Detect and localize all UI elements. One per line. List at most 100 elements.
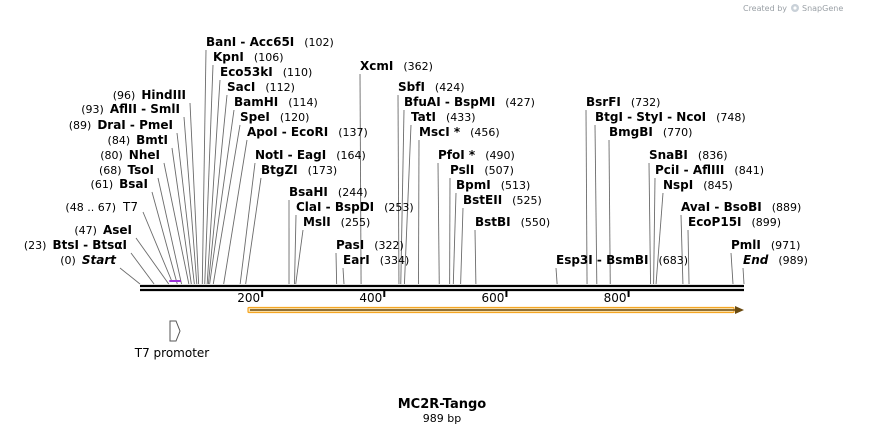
site-name: SnaBI xyxy=(649,148,688,162)
site-position: (120) xyxy=(280,111,310,124)
site-position: (770) xyxy=(663,126,693,139)
site-name: ApoI - EcoRI xyxy=(247,125,328,139)
site-lead-line xyxy=(648,162,652,285)
site-lead-line xyxy=(204,64,214,285)
site-lead-line xyxy=(655,192,664,285)
site-position: (836) xyxy=(698,149,728,162)
site-position: (173) xyxy=(308,164,338,177)
site-name: SpeI xyxy=(240,110,270,124)
site-position: (424) xyxy=(435,81,465,94)
site-lead-line xyxy=(687,229,690,285)
restriction-site: BsaI(61) xyxy=(91,177,148,191)
site-lead-line xyxy=(594,124,598,285)
site-name: PfoI * xyxy=(438,148,476,162)
site-name: MslI xyxy=(303,215,331,229)
site-name: DraI - PmeI xyxy=(97,118,173,132)
site-name: End xyxy=(743,253,769,267)
restriction-site: MscI * (456) xyxy=(419,125,500,139)
restriction-site: End(989) xyxy=(743,253,808,267)
site-lead-line xyxy=(730,252,734,285)
site-lead-line xyxy=(653,177,656,285)
restriction-site: HindIII (96) xyxy=(113,88,186,102)
restriction-site: BtsI - BtsαI (23) xyxy=(24,238,127,252)
restriction-site: BpmI(513) xyxy=(456,178,530,192)
axis-tick-label: 400 xyxy=(359,291,382,305)
site-lead-line xyxy=(359,73,362,285)
site-lead-line xyxy=(295,229,304,285)
site-name: BtsI - BtsαI xyxy=(52,238,127,252)
site-labels: Start(0)BtsI - BtsαI(23)AseI(47)BsaI(61)… xyxy=(24,35,808,267)
site-lead-line xyxy=(342,267,345,285)
restriction-site: NheI(80) xyxy=(100,148,160,162)
restriction-site: BtgZI(173) xyxy=(261,163,337,177)
site-name: MscI * xyxy=(419,125,461,139)
site-name: BsrFI xyxy=(586,95,621,109)
restriction-site: Start(0) xyxy=(60,253,117,267)
site-lead-line xyxy=(130,252,155,285)
primer-t7: (48 .. 67) T7 xyxy=(65,200,181,282)
t7-promoter-feature: T7 promoter xyxy=(134,320,209,360)
site-name: PmlI xyxy=(731,238,761,252)
site-name: BstEII xyxy=(463,193,502,207)
site-name: BtgI - StyI - NcoI xyxy=(595,110,706,124)
restriction-site: NotI - EagI(164) xyxy=(255,148,366,162)
site-lead-line xyxy=(403,124,412,285)
site-lead-line xyxy=(555,267,558,285)
site-lead-line xyxy=(157,177,182,285)
site-name: BmgBI xyxy=(609,125,653,139)
site-position: (137) xyxy=(338,126,368,139)
restriction-site: BanI - Acc65I(102) xyxy=(206,35,334,49)
site-position: (96) xyxy=(113,89,136,102)
restriction-site: Esp3I - BsmBI(683) xyxy=(556,253,688,267)
site-lead-line xyxy=(223,139,248,285)
restriction-site: AflII - SmlI(93) xyxy=(81,102,180,116)
restriction-site: NspI(845) xyxy=(663,178,733,192)
site-name: HindIII xyxy=(141,88,186,102)
restriction-site: SacI(112) xyxy=(227,80,295,94)
primer-range: (48 .. 67) xyxy=(65,201,116,214)
site-lead-line xyxy=(585,109,588,285)
site-lead-line xyxy=(742,267,745,285)
restriction-site: Eco53kI(110) xyxy=(220,65,312,79)
credit-text: Created by xyxy=(743,4,787,13)
restriction-site: AvaI - BsoBI(889) xyxy=(681,200,801,214)
site-lead-line xyxy=(400,109,405,285)
plasmid-name: MC2R-Tango xyxy=(398,397,487,412)
restriction-site: PslI(507) xyxy=(450,163,514,177)
site-name: BstBI xyxy=(475,215,511,229)
site-lead-line xyxy=(151,191,178,285)
site-name: BanI - Acc65I xyxy=(206,35,294,49)
site-position: (334) xyxy=(380,254,410,267)
site-position: (93) xyxy=(81,103,104,116)
site-position: (112) xyxy=(265,81,295,94)
site-position: (23) xyxy=(24,239,47,252)
restriction-site: BsaHI(244) xyxy=(289,185,368,199)
site-position: (84) xyxy=(108,134,131,147)
site-position: (68) xyxy=(99,164,122,177)
site-lead-line xyxy=(335,252,338,285)
site-name: NheI xyxy=(129,148,160,162)
site-position: (841) xyxy=(734,164,764,177)
site-lead-line xyxy=(201,49,207,285)
orf-arrow xyxy=(247,306,744,314)
site-position: (433) xyxy=(446,111,476,124)
site-position: (253) xyxy=(384,201,414,214)
site-position: (255) xyxy=(341,216,371,229)
site-lead-line xyxy=(209,109,235,285)
site-position: (456) xyxy=(470,126,500,139)
site-lead-line xyxy=(135,237,170,285)
orf-arrowhead-icon xyxy=(735,306,744,314)
site-name: EarI xyxy=(343,253,370,267)
site-position: (513) xyxy=(501,179,531,192)
site-position: (899) xyxy=(752,216,782,229)
restriction-site: XcmI(362) xyxy=(360,59,433,73)
axis-tick-label: 200 xyxy=(237,291,260,305)
site-lead-line xyxy=(608,139,611,285)
site-name: SbfI xyxy=(398,80,425,94)
site-lead-line xyxy=(119,267,141,285)
site-position: (61) xyxy=(91,178,114,191)
site-name: ClaI - BspDI xyxy=(296,200,374,214)
site-name: Eco53kI xyxy=(220,65,273,79)
site-lead-lines xyxy=(119,49,745,285)
